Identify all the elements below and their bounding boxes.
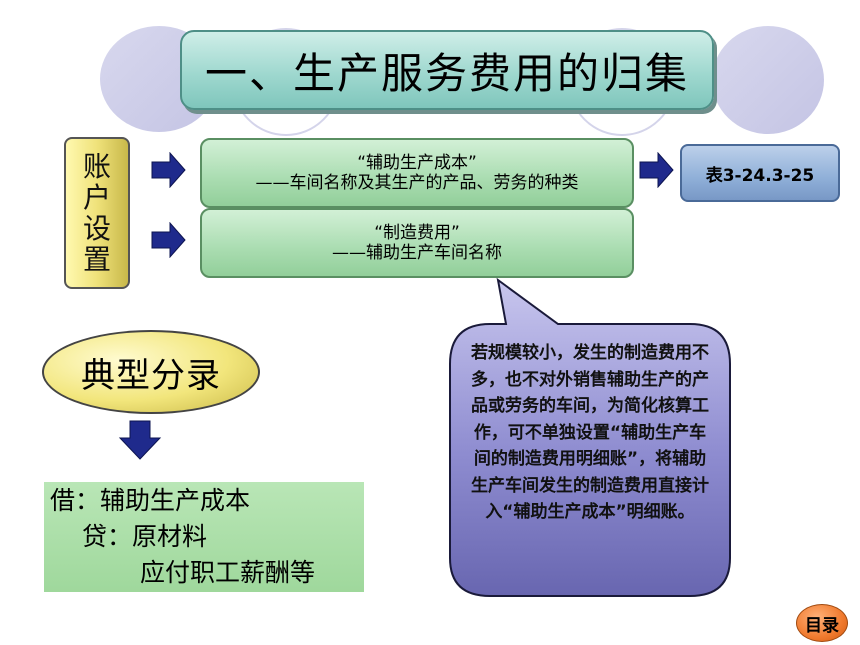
journal-entry: 借：辅助生产成本 贷：原材料 应付职工薪酬等 (44, 482, 364, 592)
decorative-circle (712, 26, 824, 134)
account-setup-char: 户 (82, 181, 111, 214)
account-setup-char: 账 (82, 150, 111, 183)
account-setup-char: 设 (82, 212, 111, 245)
typical-entry-heading: 典型分录 (42, 330, 260, 414)
journal-debit: 借：辅助生产成本 (50, 486, 251, 515)
account-name: “制造费用” (374, 223, 460, 243)
page-title: 一、生产服务费用的归集 (180, 30, 714, 110)
toc-button[interactable]: 目录 (796, 604, 848, 642)
account-detail: ——辅助生产车间名称 (332, 243, 502, 263)
account-box-manufacturing-overhead: “制造费用” ——辅助生产车间名称 (200, 208, 634, 278)
account-setup-label: 账 户 设 置 (64, 137, 130, 289)
journal-credit: 贷：原材料 (82, 522, 208, 551)
callout-text: 若规模较小，发生的制造费用不多，也不对外销售辅助生产的产品或劳务的车间，为简化核… (471, 343, 709, 522)
account-setup-char: 置 (82, 243, 111, 276)
account-detail: ——车间名称及其生产的产品、劳务的种类 (255, 173, 579, 193)
account-name: “辅助生产成本” (357, 153, 477, 173)
journal-credit-2: 应付职工薪酬等 (140, 558, 316, 587)
account-box-auxiliary-production-cost: “辅助生产成本” ——车间名称及其生产的产品、劳务的种类 (200, 138, 634, 208)
right-arrow-icon (639, 152, 674, 188)
down-arrow-icon (118, 420, 162, 460)
right-arrow-icon (151, 152, 186, 188)
right-arrow-icon (151, 222, 186, 258)
table-reference: 表3-24.3-25 (680, 144, 840, 202)
callout-bubble (449, 277, 731, 597)
